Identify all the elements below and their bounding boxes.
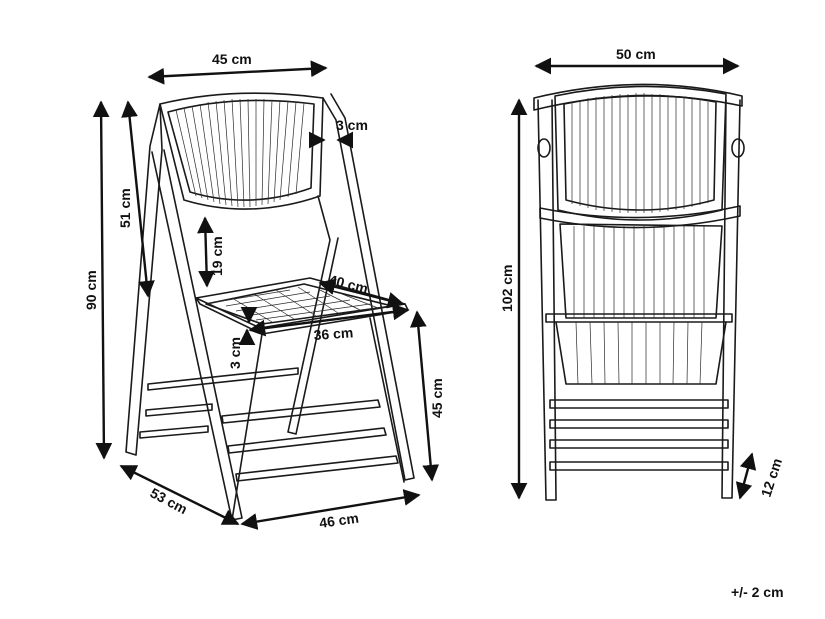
- label-width-top: 45 cm: [212, 51, 252, 67]
- label-seat-thickness: 3 cm: [227, 337, 243, 369]
- folded-chair-drawing: [533, 83, 745, 501]
- label-seat-height: 45 cm: [429, 378, 445, 418]
- label-seat-depth: 40 cm: [327, 271, 369, 296]
- label-seat-to-back: 19 cm: [209, 236, 225, 276]
- label-step-height: 12 cm: [758, 456, 785, 499]
- label-back-height: 51 cm: [117, 188, 133, 228]
- label-base-width: 46 cm: [318, 510, 360, 531]
- tolerance-note: +/- 2 cm: [731, 584, 784, 600]
- folded-chair-dimensions: [510, 57, 757, 500]
- label-total-height: 90 cm: [83, 270, 99, 310]
- label-folded-height: 102 cm: [499, 265, 515, 312]
- label-seat-width: 36 cm: [313, 324, 354, 343]
- open-chair-drawing: [125, 92, 415, 521]
- label-post-depth: 3 cm: [336, 117, 368, 133]
- open-chair-dimensions: [92, 60, 440, 530]
- label-folded-width: 50 cm: [616, 46, 656, 62]
